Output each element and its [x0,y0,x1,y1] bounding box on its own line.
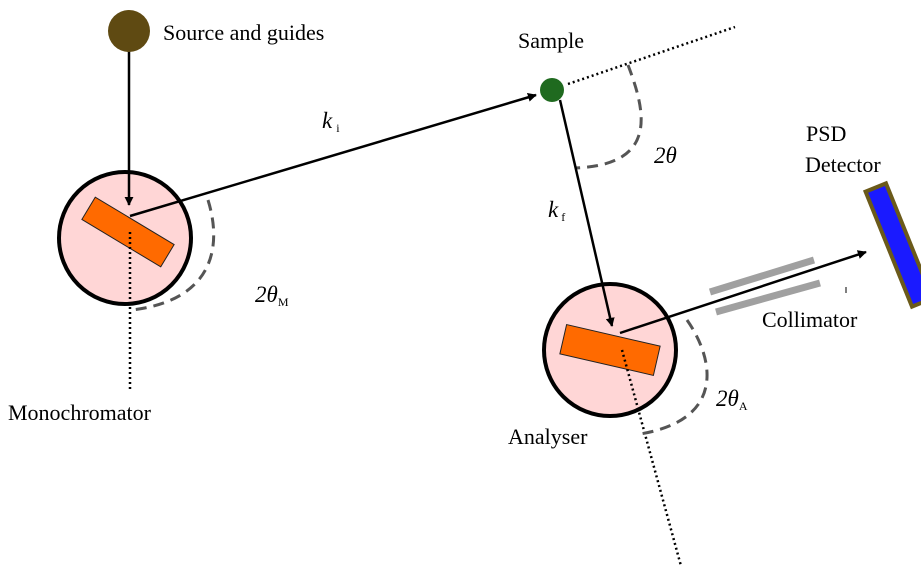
analyser-crystal [559,323,661,377]
collimator-blade-lower [715,279,821,316]
angle-arc-2theta-m [131,199,216,312]
two-theta-symbol: 2θ [654,143,677,168]
ki-symbol-main: k [322,108,333,133]
psd-detector [862,180,921,310]
two-theta-m-main: 2θ [255,282,278,307]
monochromator-crystal [81,196,175,268]
detector-beam-arrow [619,250,867,335]
ki-beam-arrow [129,93,537,218]
source-label: Source and guides [163,20,324,45]
monochromator-label: Monochromator [8,400,152,425]
kf-symbol-sub: f [561,210,565,224]
collimator-label: Collimator [762,307,858,332]
two-theta-m-sub: M [278,295,289,309]
analyser-label: Analyser [508,424,588,449]
collimator-blade-upper [708,256,816,296]
angle-arc-2theta [574,64,643,170]
source-circle [108,10,150,52]
two-theta-m-symbol: 2θM [255,282,289,309]
psd-label: PSD [806,121,846,146]
sample-dot [540,78,564,102]
two-theta-a-sub: A [739,399,748,413]
detector-label: Detector [805,152,881,177]
sample-label: Sample [518,28,584,53]
analyser-reference-line [620,349,683,567]
two-theta-a-main: 2θ [716,386,739,411]
kf-symbol-main: k [548,197,559,222]
angle-arc-2theta-a [639,319,709,436]
two-theta-a-symbol: 2θA [716,386,748,413]
ki-symbol-sub: i [336,121,340,135]
sample-reference-line [567,25,736,86]
kf-beam-arrow [558,99,615,327]
